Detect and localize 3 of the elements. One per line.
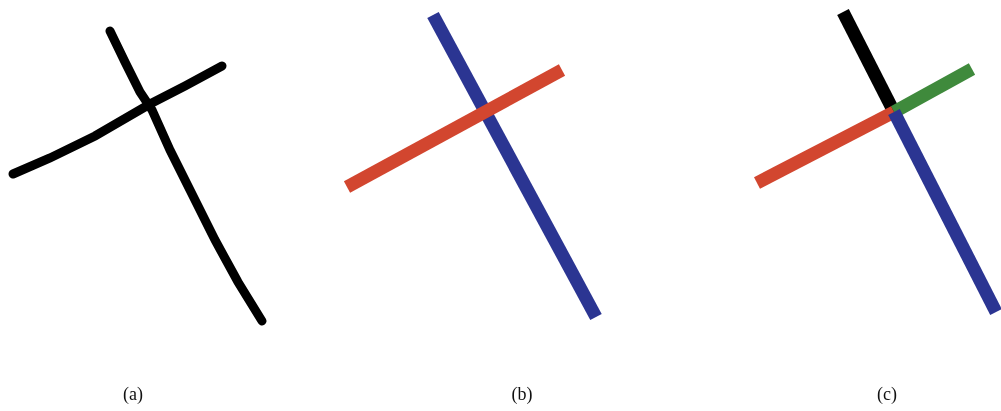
panel-label: (a): [123, 384, 143, 405]
panel-label: (c): [877, 384, 897, 405]
panel-label: (b): [511, 384, 533, 405]
